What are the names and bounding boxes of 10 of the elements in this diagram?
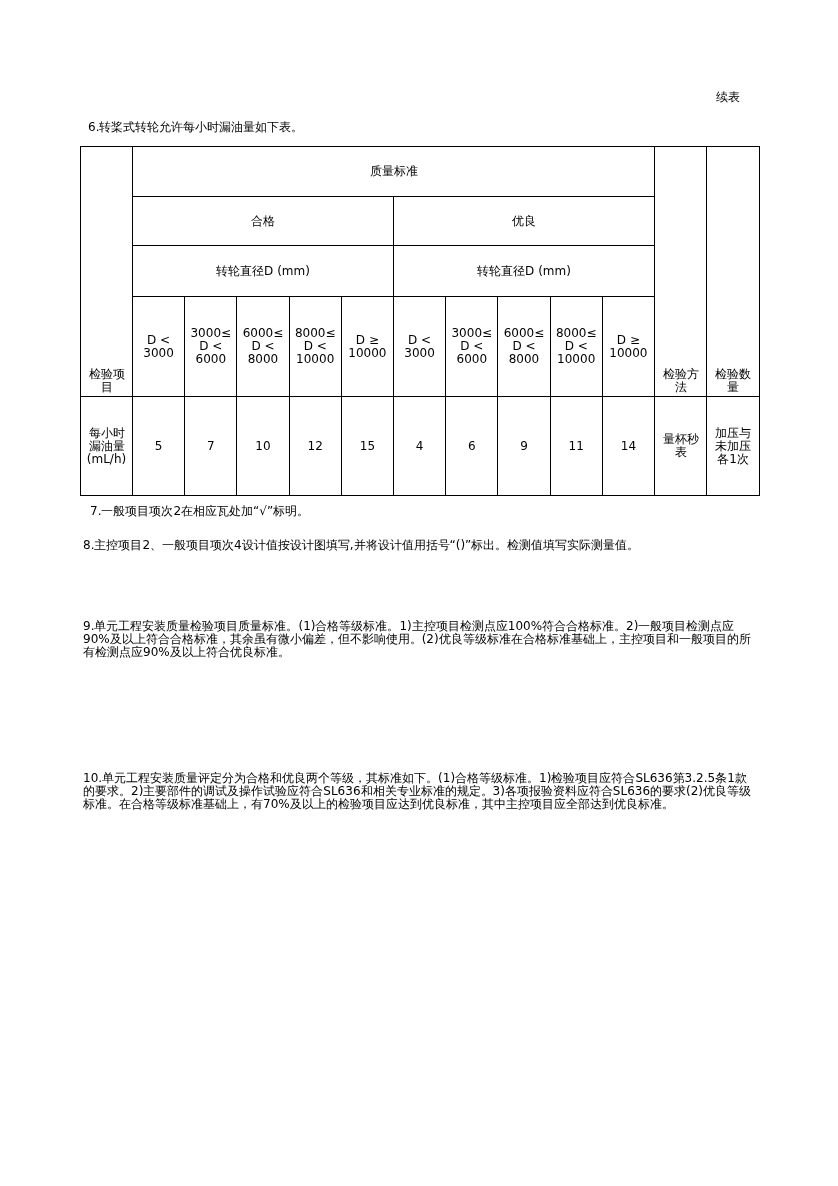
table-cell: 检验项目 xyxy=(80,146,133,397)
table-cell: 加压与未加压各1次 xyxy=(706,396,760,496)
table-caption: 6.转桨式转轮允许每小时漏油量如下表。 xyxy=(88,121,305,134)
note-text: 8.主控项目2、一般项目项次4设计值按设计图填写,并将设计值用括号“()”标出。检测值填写实际测量值。 xyxy=(83,539,641,552)
page-note: 续表 xyxy=(716,91,741,104)
note-text: 9.单元工程安装质量检验项目质量标准。(1)合格等级标准。1)主控项目检测点应100%符合合格标准。2)一般项目检测点应90%及以上符合合格标准，其余虽有微小偏差，但不影响使用。(2)优良等级标准在合格标准基础上，主控项目和一般项目的所有检测点应90%及以上符合优良标准。 xyxy=(83,620,752,659)
table-cell: 检验数量 xyxy=(706,146,760,397)
note-text: 7.一般项目项次2在相应瓦处加“√”标明。 xyxy=(90,505,311,518)
note-text: 10.单元工程安装质量评定分为合格和优良两个等级，其标准如下。(1)合格等级标准。1)检验项目应符合SL636第3.2.5条1款的要求。2)主要部件的调试及操作试验应符合SL636和相关专业标准的规定。3)各项报验资料应符合SL636的要求(2)优良等级标准。在合格等级标准基础上，有70%及以上的检验项目应达到优良标准，其中主控项目应全部达到优良标准。 xyxy=(83,772,753,811)
table-cell: 每小时漏油量(mL/h) xyxy=(80,396,133,496)
